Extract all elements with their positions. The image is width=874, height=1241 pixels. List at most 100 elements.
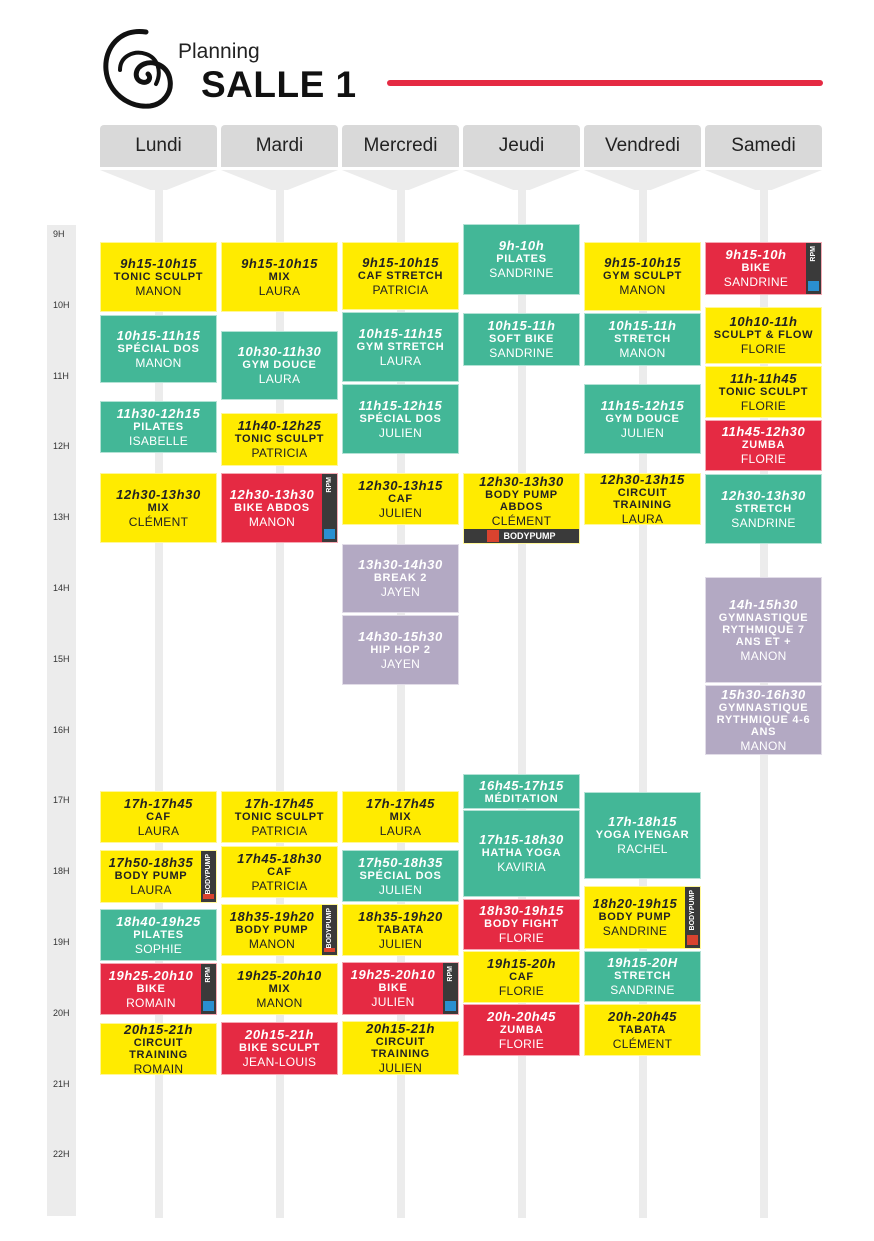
class-time: 19h15-20h [487,955,556,971]
class-time: 12h30-13h30 [229,486,315,502]
class-time: 9h15-10h15 [362,254,439,270]
badge-label: RPM [325,477,333,493]
class-instructor: JULIEN [620,425,665,440]
class-name: BODY PUMP ABDOS [485,489,558,513]
class-time: 12h30-13h30 [479,474,564,489]
class-time: 10h15-11h15 [358,325,443,341]
class-time: 18h40-19h25 [116,913,201,929]
class-name: PILATES [133,420,184,433]
class-instructor: JEAN-LOUIS [242,1055,317,1069]
page-title: SALLE 1 [201,64,357,105]
class-time: 20h15-21h [245,1027,314,1042]
day-header-vendredi: Vendredi [584,125,701,167]
class-time: 14h-15h30 [729,596,798,612]
class-name: SOFT BIKE [489,333,554,345]
class-name: TONIC SCULPT [234,810,325,823]
class-time: 19h25-20h10 [108,967,194,983]
hour-label: 9H [53,229,65,239]
rpm-icon [808,281,819,291]
class-time: 11h30-12h15 [116,405,201,421]
class-time: 10h15-11h [608,318,677,333]
class-time: 20h-20h45 [487,1008,556,1024]
class-name: SPÉCIAL DOS [359,412,442,425]
day-header-samedi: Samedi [705,125,822,167]
class-instructor: MANON [135,355,182,370]
class-name: SPÉCIAL DOS [359,869,442,882]
class-name: BIKE ABDOS [234,501,310,514]
class-time: 9h15-10h15 [120,255,197,271]
class-instructor: MANON [740,648,787,663]
class-name: CIRCUIT TRAINING [371,1035,430,1060]
class-instructor: MANON [248,936,296,951]
class-instructor: SANDRINE [731,515,796,530]
class-name: BODY FIGHT [484,918,559,930]
class-time: 17h15-18h30 [479,832,564,847]
class-name: SCULPT & FLOW [713,329,814,341]
day-rail [275,188,284,1218]
class-name: BIKE SCULPT [238,1042,321,1054]
bodypump-icon [687,935,698,945]
rpm-icon [324,529,335,539]
